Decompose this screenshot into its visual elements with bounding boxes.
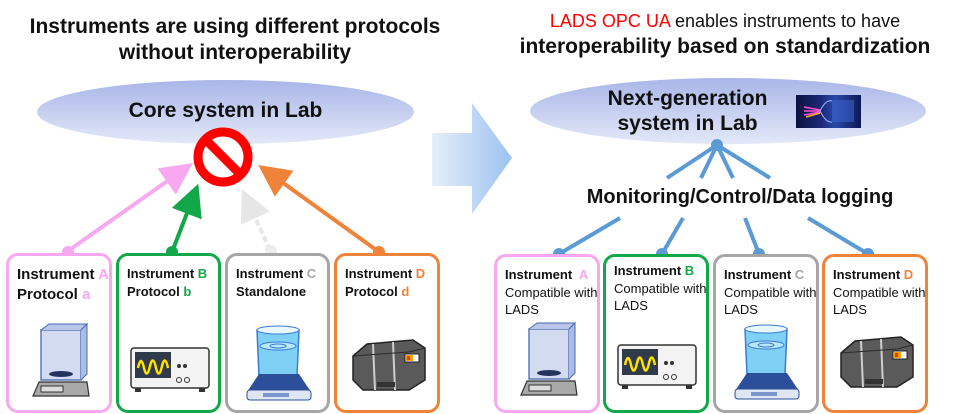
protocol-letter: d <box>401 284 410 299</box>
instrument-name: Instrument <box>505 267 573 282</box>
instrument-letter: A <box>98 266 109 283</box>
protocol-letter: a <box>82 286 91 303</box>
left-title: Instruments are using different protocol… <box>0 14 470 66</box>
right-title-line1: LADS OPC UA enables instruments to have <box>484 8 966 34</box>
analytical-balance-icon <box>519 321 579 406</box>
next-gen-label-line2: system in Lab <box>617 112 758 135</box>
analyzer-device-icon <box>837 331 917 396</box>
instrument-name: Instrument <box>724 267 792 282</box>
instrument-letter: A <box>578 267 589 282</box>
protocol-label: Protocol <box>345 284 398 299</box>
instrument-letter: B <box>197 266 208 281</box>
core-system-label: Core system in Lab <box>128 99 323 122</box>
bus-label: Monitoring/Control/Data logging <box>586 186 894 208</box>
right-arrow-icon <box>432 103 512 214</box>
lads-network-links <box>557 143 870 256</box>
right-title-rest: enables instruments to have <box>669 11 901 31</box>
arrow-c <box>240 189 272 251</box>
stirrer-beaker-icon <box>731 323 803 408</box>
instrument-name: Instrument <box>614 263 682 278</box>
instrument-name: Instrument <box>236 266 304 281</box>
oscilloscope-icon <box>616 343 700 396</box>
compatibility-label: Compatible with LADS <box>614 281 707 313</box>
instrument-d-right: Instrument D Compatible with LADS <box>822 254 928 413</box>
protocol-label: Protocol <box>127 284 180 299</box>
compatibility-label: Compatible with LADS <box>505 285 598 317</box>
protocol-label: Protocol <box>17 286 78 303</box>
instrument-letter: D <box>415 266 426 281</box>
protocol-letter: b <box>183 284 192 299</box>
oscilloscope-icon <box>129 346 213 399</box>
arrow-b <box>170 183 202 253</box>
instrument-letter: B <box>684 263 695 278</box>
hub-dot <box>711 139 723 151</box>
next-gen-label-line1: Next-generation <box>607 87 768 110</box>
arrow-a <box>66 163 193 253</box>
left-title-line2: without interoperability <box>118 41 352 64</box>
instrument-letter: C <box>794 267 805 282</box>
instrument-name: Instrument <box>127 266 195 281</box>
instrument-letter: C <box>306 266 317 281</box>
instrument-d-left: Instrument D Protocol d <box>334 253 440 413</box>
instrument-c-left: Instrument C Standalone <box>225 253 330 413</box>
instrument-name: Instrument <box>345 266 413 281</box>
arrow-d <box>258 164 381 254</box>
instrument-a-left: Instrument A Protocol a <box>6 253 112 413</box>
analyzer-device-icon <box>349 334 429 399</box>
instrument-b-left: Instrument B Protocol b <box>116 253 221 413</box>
instrument-a-right: Instrument A Compatible with LADS <box>494 254 600 413</box>
instrument-b-right: Instrument B Compatible with LADS <box>603 254 709 413</box>
right-title: LADS OPC UA enables instruments to have … <box>484 8 966 60</box>
analytical-balance-icon <box>31 322 91 407</box>
data-network-image <box>796 95 861 128</box>
compatibility-label: Compatible with LADS <box>833 285 926 317</box>
instrument-name: Instrument <box>833 267 901 282</box>
lads-opc-ua-highlight: LADS OPC UA <box>549 11 670 31</box>
compatibility-label: Compatible with LADS <box>724 285 817 317</box>
standalone-label: Standalone <box>236 284 307 299</box>
data-network-art <box>803 100 854 123</box>
next-gen-system-label: Next-generation system in Lab <box>580 86 795 136</box>
stirrer-beaker-icon <box>243 324 315 409</box>
instrument-letter: D <box>903 267 914 282</box>
instrument-name: Instrument <box>17 266 95 283</box>
prohibited-icon <box>193 127 253 187</box>
instrument-c-right: Instrument C Compatible with LADS <box>713 254 819 413</box>
right-title-line2: interoperability based on standardizatio… <box>519 35 931 58</box>
left-title-line1: Instruments are using different protocol… <box>29 15 441 38</box>
